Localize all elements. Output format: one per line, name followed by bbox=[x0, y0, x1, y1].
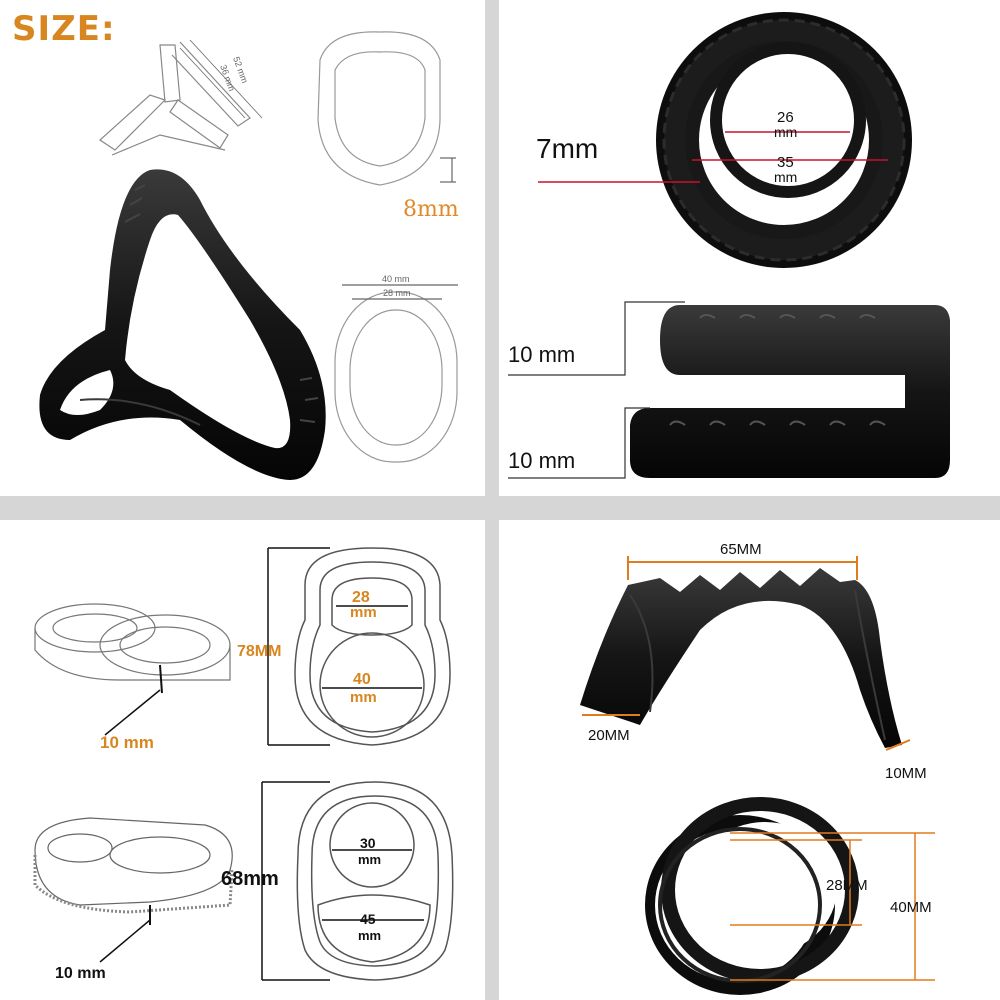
top-left-panel: SIZE: 52 mm 36 mm 8mm 40 bbox=[12, 9, 459, 480]
height-upper-bracket bbox=[508, 301, 685, 376]
ring-a-thickness-dim: 10 mm bbox=[100, 733, 154, 752]
top-right-panel: 26 mm 35 mm 7mm 10 mm 10 mm bbox=[508, 12, 950, 479]
ring-a-perspective-sketch bbox=[34, 603, 231, 681]
inner-small-unit: mm bbox=[774, 124, 797, 140]
height-upper-dim: 10 mm bbox=[508, 342, 575, 367]
ring-b-height-dim: 68mm bbox=[221, 868, 279, 890]
ring-a-height-dim: 78MM bbox=[237, 643, 281, 660]
inner-large-unit: mm bbox=[774, 169, 797, 185]
wall-dim: 7mm bbox=[536, 133, 598, 164]
ring-a-small-unit: mm bbox=[350, 604, 377, 621]
ring-oval-sketch bbox=[334, 284, 458, 463]
sketch-inner-dim: 36 mm bbox=[218, 63, 237, 92]
ring-a-small-value: 28 bbox=[352, 589, 370, 606]
ring-a-large-unit: mm bbox=[350, 689, 377, 706]
ring-b-large-value: 45 bbox=[360, 911, 376, 927]
double-ring-side-view bbox=[630, 305, 950, 478]
bridge-product bbox=[580, 568, 902, 748]
ring-b-thickness-dim: 10 mm bbox=[55, 965, 106, 982]
ring-b-front-sketch bbox=[261, 781, 454, 981]
inner-small-value: 26 bbox=[777, 109, 794, 126]
inner-large-value: 35 bbox=[777, 154, 794, 171]
ring-inner-dim: 28MM bbox=[826, 877, 868, 894]
ring-front-sketch bbox=[317, 31, 456, 186]
ring-b-thickness-leader bbox=[99, 919, 151, 963]
ring-b-large-unit: mm bbox=[358, 928, 381, 943]
tri-ring-sketch bbox=[99, 39, 263, 156]
height-lower-bracket bbox=[508, 407, 650, 479]
double-ring-angled-view bbox=[645, 797, 859, 995]
ring-a-thickness-leader bbox=[104, 689, 161, 736]
left-end-dim: 20MM bbox=[588, 727, 630, 744]
ring-b-small-value: 30 bbox=[360, 835, 376, 851]
span-dim: 65MM bbox=[720, 541, 762, 558]
oval-outer-dim: 40 mm bbox=[382, 274, 410, 284]
size-title: SIZE: bbox=[12, 9, 116, 49]
ring-a-front-sketch bbox=[267, 547, 451, 746]
double-ring-top-view bbox=[656, 12, 912, 268]
horizontal-divider bbox=[0, 496, 1000, 520]
ring-b-perspective-sketch bbox=[33, 817, 234, 914]
ring-a-large-value: 40 bbox=[353, 671, 371, 688]
right-end-dim-line bbox=[885, 739, 911, 751]
tri-ring-product bbox=[39, 169, 326, 480]
thickness-dim: 8mm bbox=[403, 197, 459, 222]
oval-inner-dim: 28 mm bbox=[383, 288, 411, 298]
right-end-dim: 10MM bbox=[885, 765, 927, 782]
bottom-left-panel: 10 mm 28 mm 40 mm 78MM 10 mm bbox=[33, 547, 454, 982]
ring-b-small-unit: mm bbox=[358, 852, 381, 867]
height-lower-dim: 10 mm bbox=[508, 448, 575, 473]
ring-outer-dim: 40MM bbox=[890, 899, 932, 916]
ring-a-thickness-tick bbox=[159, 664, 163, 694]
bottom-right-panel: 65MM 20MM 10MM 28MM 40MM bbox=[580, 541, 935, 995]
